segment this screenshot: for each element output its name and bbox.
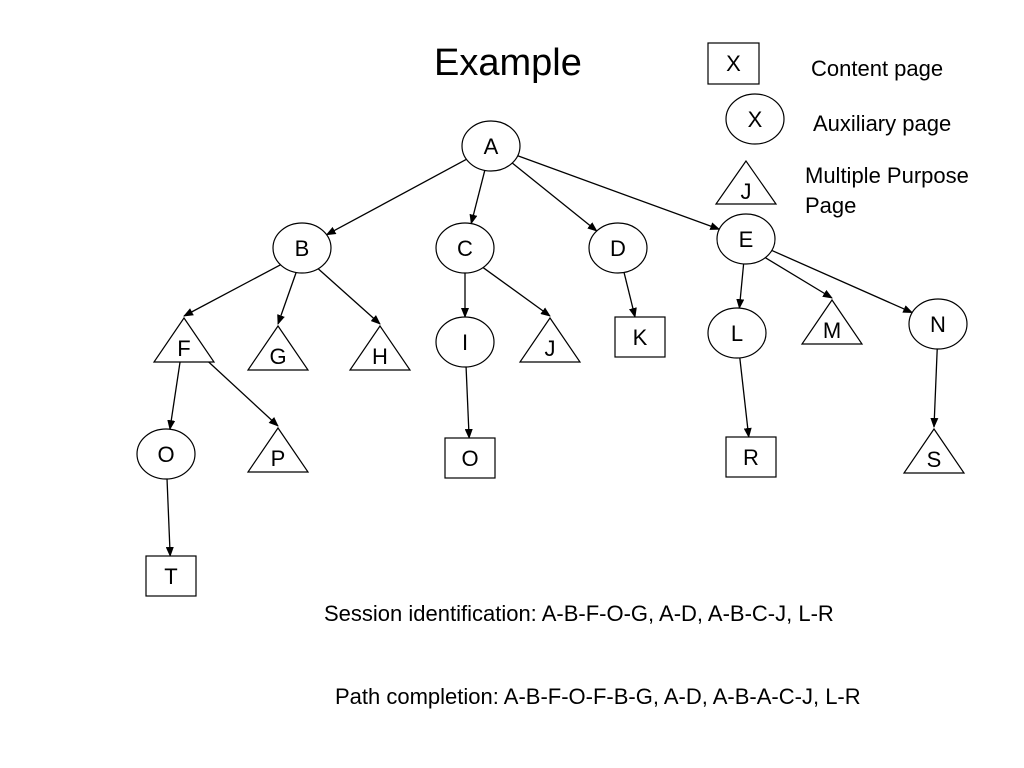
legend-auxiliary-label: Auxiliary page — [813, 111, 952, 136]
node-k-label: K — [633, 325, 648, 350]
node-d: D — [588, 222, 648, 274]
edge-o1-t — [165, 478, 174, 557]
node-s-label: S — [927, 447, 942, 472]
node-o2-label: O — [461, 446, 478, 471]
node-f-triangle — [152, 316, 216, 363]
node-o2: O — [444, 437, 496, 479]
node-o1-label: O — [157, 442, 174, 467]
legend-content-page-symbol: X — [707, 42, 760, 85]
node-p-label: P — [271, 446, 286, 471]
node-o1-ellipse — [136, 428, 196, 480]
node-a-label: A — [484, 134, 499, 159]
node-b-label: B — [295, 236, 310, 261]
node-e-ellipse — [716, 213, 776, 265]
node-l-ellipse — [707, 307, 767, 359]
session-identification-text: Session identification: A-B-F-O-G, A-D, … — [324, 601, 834, 626]
legend-multiple-label-line1: Multiple Purpose — [805, 163, 969, 188]
edge-a-e — [517, 155, 721, 230]
node-l: L — [707, 307, 767, 359]
node-h-triangle — [348, 324, 412, 371]
edge-c-j — [482, 267, 551, 317]
node-a-ellipse — [461, 120, 521, 172]
node-j-label: J — [545, 336, 556, 361]
legend-auxiliary-symbol-label: X — [748, 107, 763, 132]
edge-b-f — [183, 264, 281, 317]
node-j-triangle — [518, 316, 582, 363]
node-c-label: C — [457, 236, 473, 261]
node-r: R — [725, 436, 777, 478]
node-h-label: H — [372, 344, 388, 369]
node-n: N — [908, 298, 968, 350]
node-r-label: R — [743, 445, 759, 470]
node-c: C — [435, 222, 495, 274]
legend-multiple-symbol-label: J — [741, 179, 752, 204]
node-n-ellipse — [908, 298, 968, 350]
edge-a-c — [469, 170, 486, 225]
node-k: K — [614, 316, 666, 358]
legend-content-label: Content page — [811, 56, 944, 81]
node-i: I — [435, 316, 495, 368]
node-m-label: M — [823, 318, 841, 343]
edge-d-k — [623, 272, 637, 318]
edge-e-n — [771, 249, 914, 314]
node-b-ellipse — [272, 222, 332, 274]
node-e-label: E — [739, 227, 754, 252]
node-a: A — [461, 120, 521, 172]
node-t-label: T — [164, 564, 177, 589]
node-m-triangle — [800, 298, 864, 345]
node-e: E — [716, 213, 776, 265]
node-m: M — [800, 298, 864, 345]
legend-multiple-label-line2: Page — [805, 193, 857, 218]
edge-b-g — [277, 272, 297, 325]
node-j: J — [518, 316, 582, 363]
node-r-rect — [725, 436, 777, 478]
node-s: S — [902, 427, 966, 474]
legend: X X J — [707, 42, 785, 205]
node-g: G — [246, 324, 310, 371]
legend-content-symbol-label: X — [726, 51, 741, 76]
legend-multiple-purpose-symbol: J — [714, 159, 778, 205]
node-h: H — [348, 324, 412, 371]
page-title: Example — [434, 42, 582, 84]
node-o2-rect — [444, 437, 496, 479]
node-b: B — [272, 222, 332, 274]
node-t: T — [145, 555, 197, 597]
nodes: A B C D E F G H I J K L M N O P O R S T — [136, 120, 968, 597]
node-c-ellipse — [435, 222, 495, 274]
node-l-label: L — [731, 321, 743, 346]
node-t-rect — [145, 555, 197, 597]
node-k-rect — [614, 316, 666, 358]
edge-b-h — [317, 268, 381, 325]
node-g-label: G — [269, 344, 286, 369]
node-p-triangle — [246, 426, 310, 473]
node-i-ellipse — [435, 316, 495, 368]
node-f-label: F — [177, 336, 190, 361]
node-f: F — [152, 316, 216, 363]
edge-a-d — [511, 162, 598, 232]
node-o1: O — [136, 428, 196, 480]
edge-a-b — [325, 158, 467, 236]
node-n-label: N — [930, 312, 946, 337]
edge-i-o2 — [464, 366, 473, 439]
legend-auxiliary-page-symbol: X — [725, 93, 785, 145]
edge-n-s — [930, 348, 939, 428]
edge-e-l — [736, 263, 745, 310]
node-g-triangle — [246, 324, 310, 371]
node-d-ellipse — [588, 222, 648, 274]
node-d-label: D — [610, 236, 626, 261]
node-p: P — [246, 426, 310, 473]
edge-l-r — [739, 357, 752, 438]
node-i-label: I — [462, 330, 468, 355]
edge-e-m — [764, 257, 833, 299]
node-s-triangle — [902, 427, 966, 474]
path-completion-text: Path completion: A-B-F-O-F-B-G, A-D, A-B… — [335, 684, 861, 709]
